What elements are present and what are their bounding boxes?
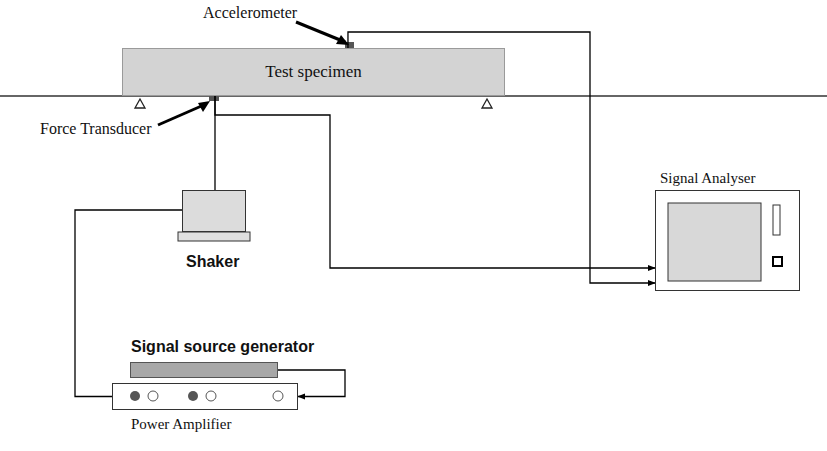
callout-arrowhead xyxy=(336,35,349,45)
support-triangle xyxy=(482,99,492,108)
node-label: Test specimen xyxy=(265,62,362,82)
test-specimen: Test specimen xyxy=(122,48,505,96)
node-label: Power Amplifier xyxy=(131,416,231,433)
amplifier-knobs xyxy=(113,384,297,409)
signal-source-generator: Signal source generator xyxy=(130,362,278,378)
callout-label: Force Transducer xyxy=(40,120,152,138)
signal-wire xyxy=(214,96,215,190)
shaker: Shaker xyxy=(182,190,246,232)
node-label: Shaker xyxy=(186,253,239,271)
signal-wire xyxy=(215,96,655,268)
analyser-panel xyxy=(656,191,799,290)
callout-label: Accelerometer xyxy=(203,4,297,22)
callout-arrow xyxy=(158,104,206,125)
callout-arrowhead xyxy=(198,101,210,112)
force-transducer-sensor xyxy=(209,96,219,101)
signal-analyser: Signal Analyser xyxy=(655,190,800,291)
power-amplifier: Power Amplifier xyxy=(112,383,298,410)
shaker-stand xyxy=(178,232,250,241)
node-label: Signal Analyser xyxy=(660,170,755,187)
support-triangle xyxy=(135,99,145,108)
callout-arrow xyxy=(296,22,345,42)
node-label: Signal source generator xyxy=(131,338,314,356)
